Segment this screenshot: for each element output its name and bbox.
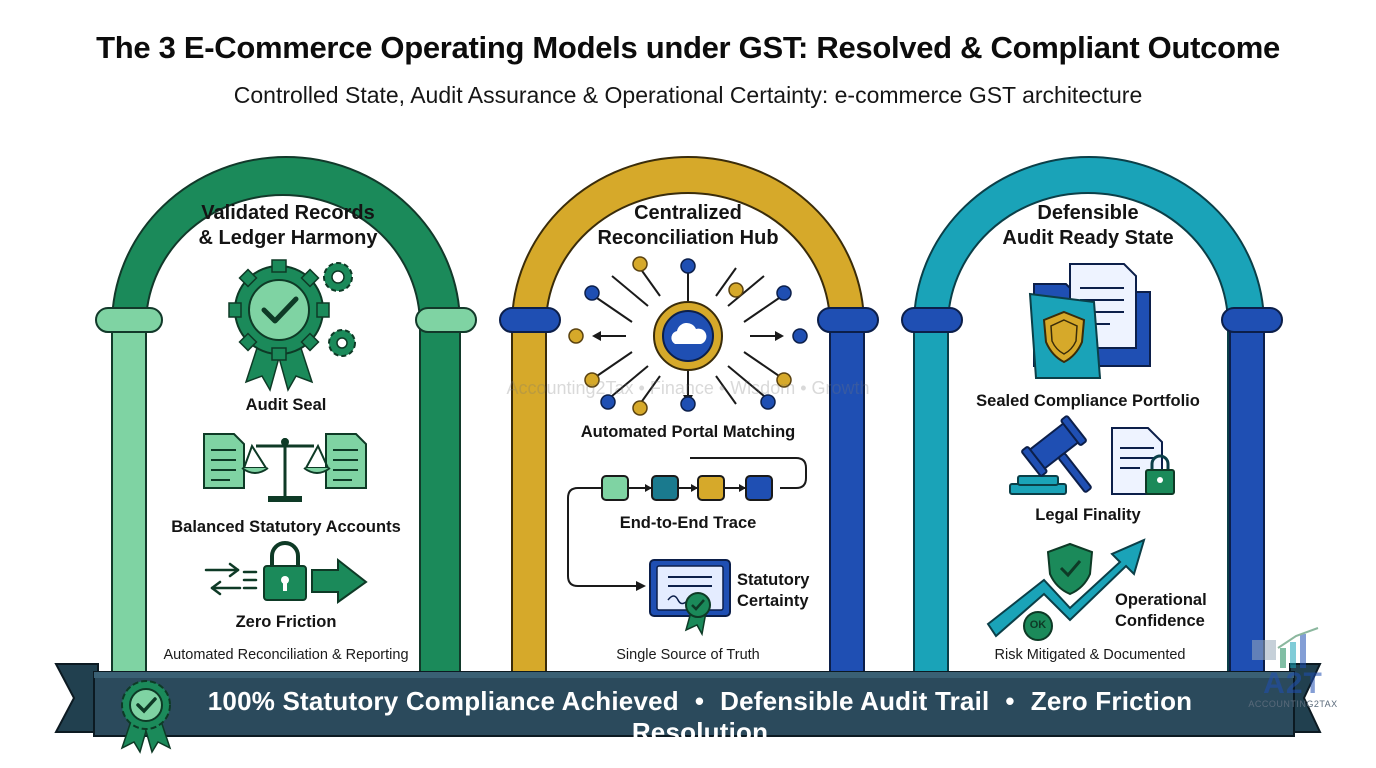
lock-arrow-icon: [204, 541, 368, 604]
label-operational-confidence-line2: Confidence: [1115, 612, 1205, 630]
banner-item-zero-friction: Zero Friction Resolution: [631, 686, 1193, 747]
logo-mark: A2T: [1263, 667, 1323, 700]
label-legal-finality: Legal Finality: [1035, 506, 1141, 524]
balance-scale-documents-icon: [203, 433, 367, 502]
ok-badge-text: OK: [1029, 619, 1047, 631]
label-balanced-accounts: Balanced Statutory Accounts: [171, 518, 401, 536]
banner-text: 100% Statutory Compliance Achieved • Defen…: [150, 686, 1250, 748]
trend-arrow-shield-icon: [986, 538, 1146, 641]
label-end-to-end-trace: End-to-End Trace: [619, 514, 757, 532]
label-statutory-certainty-line1: Statutory: [737, 571, 810, 589]
arch-3-title-line2: Audit Ready State: [1002, 227, 1174, 249]
process-flow-icon: [567, 457, 807, 591]
bottom-banner: [54, 663, 1322, 737]
page-title: The 3 E-Commerce Operating Models under …: [96, 30, 1280, 65]
label-operational-confidence-line1: Operational: [1115, 591, 1207, 609]
page-subtitle: Controlled State, Audit Assurance & Oper…: [233, 82, 1143, 108]
arch-1-title-line1: Validated Records: [201, 202, 375, 224]
arch-2-footer: Single Source of Truth: [616, 647, 760, 663]
label-sealed-portfolio: Sealed Compliance Portfolio: [976, 392, 1200, 410]
arch-1-title-line2: & Ledger Harmony: [198, 227, 378, 249]
arch-reconciliation-hub: [499, 156, 879, 689]
arch-2-title-line2: Reconciliation Hub: [597, 227, 779, 249]
gavel-lock-document-icon: [1009, 415, 1175, 495]
banner-separator: •: [694, 686, 705, 716]
cloud-hub-network-icon: [568, 256, 808, 416]
certificate-icon: [649, 559, 731, 637]
logo: A2T ACCOUNTING2TAX: [1238, 669, 1348, 710]
banner-separator: •: [1005, 686, 1015, 716]
banner-item-compliance: 100% Statutory Compliance Achieved: [207, 686, 679, 716]
watermark-text: Accounting2Tax • Finance • Wisdom • Grow…: [506, 378, 870, 398]
label-statutory-certainty-line2: Certainty: [737, 592, 809, 610]
compliance-rosette-icon: [120, 680, 172, 754]
gear-badge-icon: [228, 259, 356, 392]
logo-text: ACCOUNTING2TAX: [1248, 699, 1338, 709]
arch-2-title: Centralized Reconciliation Hub: [558, 201, 818, 251]
label-portal-matching: Automated Portal Matching: [580, 423, 796, 441]
arch-3-title-line1: Defensible: [1037, 202, 1139, 224]
arch-1-title: Validated Records & Ledger Harmony: [158, 201, 418, 251]
label-operational-confidence: Operational Confidence: [1115, 590, 1207, 632]
label-audit-seal: Audit Seal: [245, 396, 327, 414]
shield-folder-icon: [1028, 263, 1151, 379]
arch-1-footer: Automated Reconciliation & Reporting: [163, 647, 409, 663]
arch-3-footer: Risk Mitigated & Documented: [994, 647, 1186, 663]
banner-item-audit-trail: Defensible Audit Trail: [720, 686, 990, 716]
chart-logo-icon: [1252, 627, 1319, 668]
arch-validated-records: [95, 156, 477, 689]
arch-audit-ready: [901, 156, 1283, 689]
label-statutory-certainty: Statutory Certainty: [737, 570, 809, 612]
arch-2-title-line1: Centralized: [634, 202, 742, 224]
label-zero-friction: Zero Friction: [235, 613, 337, 631]
arch-3-title: Defensible Audit Ready State: [958, 201, 1218, 251]
